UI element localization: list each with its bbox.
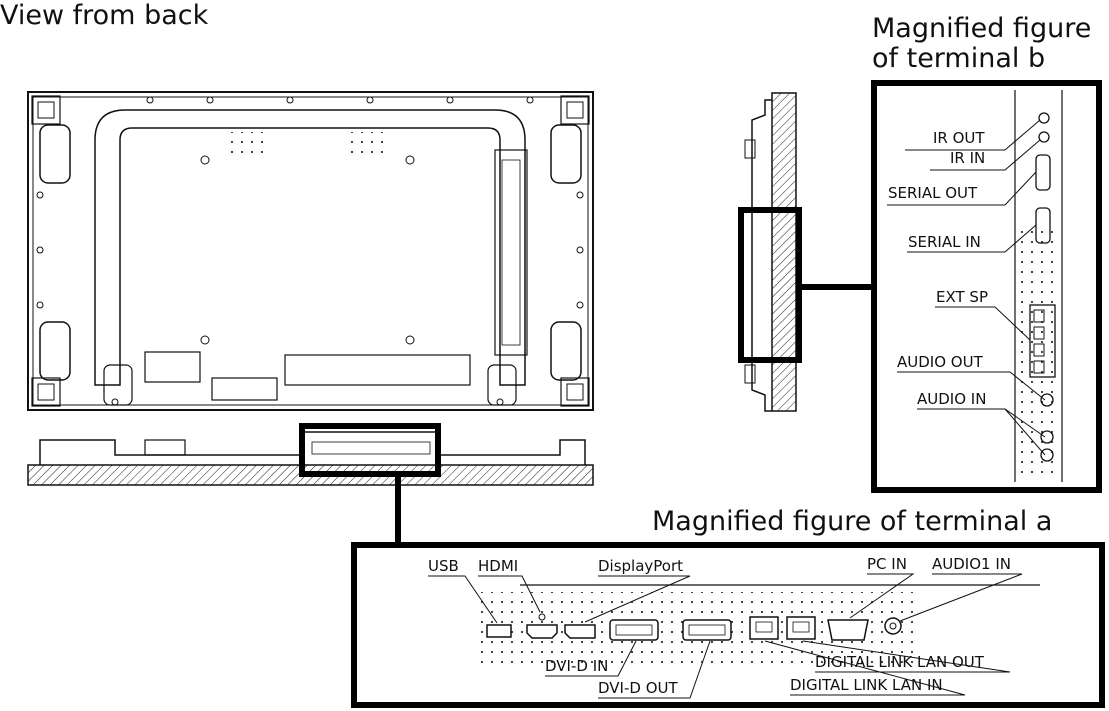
view-from-back-title: View from back	[0, 0, 209, 31]
terminal-a-magnified-box	[351, 542, 1105, 708]
mag-b-title-line1: Magnified figure	[872, 13, 1092, 44]
terminal-a-panel-detail	[428, 573, 1040, 699]
mag-a-title: Magnified figure of terminal a	[652, 506, 1053, 537]
terminal-b-magnified-box	[871, 80, 1102, 493]
label-usb: USB	[428, 557, 459, 575]
label-ir-out: IR OUT	[933, 129, 985, 147]
terminal-a-highlight	[299, 423, 441, 477]
label-dvi-d-out: DVI-D OUT	[598, 679, 678, 697]
label-ext-sp: EXT SP	[936, 288, 988, 306]
label-serial-in: SERIAL IN	[908, 233, 981, 251]
label-audio1-in: AUDIO1 IN	[932, 555, 1011, 573]
label-dvi-d-in: DVI-D IN	[545, 657, 609, 675]
back-view-panel	[27, 91, 594, 411]
mag-b-title-line2: of terminal b	[872, 43, 1046, 74]
label-digital-link-lan-in: DIGITAL LINK LAN IN	[790, 676, 943, 694]
label-pc-in: PC IN	[867, 555, 907, 573]
label-serial-out: SERIAL OUT	[888, 184, 978, 202]
label-digital-link-lan-out: DIGITAL LINK LAN OUT	[815, 653, 984, 671]
label-ir-in: IR IN	[950, 149, 986, 167]
bottom-edge-view	[27, 431, 594, 486]
label-hdmi: HDMI	[478, 557, 519, 575]
label-displayport: DisplayPort	[598, 557, 684, 575]
side-view-panel	[744, 92, 797, 412]
label-audio-in: AUDIO IN	[917, 390, 987, 408]
terminal-b-panel-detail	[887, 90, 1063, 482]
label-audio-out: AUDIO OUT	[897, 353, 983, 371]
